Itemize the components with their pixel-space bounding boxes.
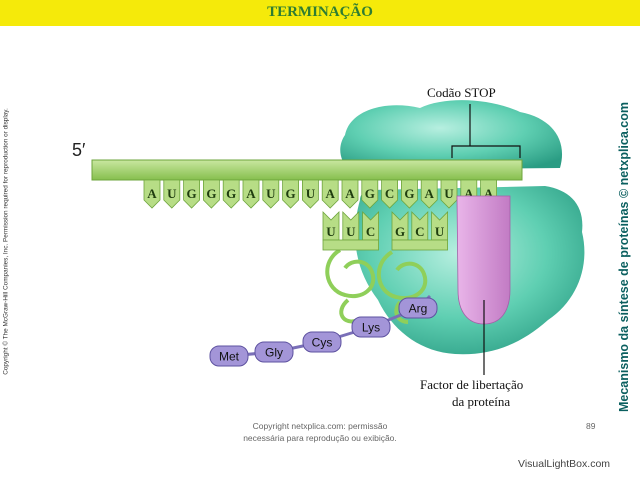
stop-codon-label: Codão STOP (427, 85, 496, 100)
mrna-base: G (203, 179, 220, 209)
mrna-base: A (420, 179, 438, 209)
mrna-base: A (321, 179, 339, 209)
title-bar (0, 0, 640, 26)
amino-acid-gly: Gly (254, 341, 294, 363)
release-factor-label-line2: da proteína (452, 394, 510, 409)
mrna-base-letter: A (246, 186, 256, 201)
footer-line1: Copyright netxplica.com: permissão (252, 421, 388, 431)
stop-codon-bracket (451, 145, 521, 158)
mrna-base-letter: G (404, 186, 414, 201)
mrna-base-letter: C (385, 186, 394, 201)
mrna-base: U (302, 179, 319, 209)
mrna-base: A (341, 179, 359, 209)
amino-acid-cys: Cys (302, 331, 342, 353)
anticodon-base: C (411, 211, 429, 241)
mrna-base-letter: U (306, 186, 316, 201)
mrna-base: G (282, 179, 299, 209)
anticodon-letter: U (326, 224, 336, 239)
mrna-base: G (183, 179, 200, 209)
mrna-base: A (143, 179, 161, 209)
mrna-base: G (361, 179, 379, 209)
anticodon-base: U (322, 211, 340, 241)
mrna-base-letter: A (464, 186, 474, 201)
amino-acid-label: Gly (265, 346, 283, 360)
polypeptide-chain: Met Gly Cys Lys Arg (209, 294, 438, 367)
mrna-base-letter: A (425, 186, 435, 201)
anticodon-letter: U (346, 224, 356, 239)
release-factor-label-line1: Factor de libertação (420, 377, 523, 392)
mrna-base-letter: G (286, 186, 296, 201)
amino-acid-met: Met (209, 345, 249, 367)
anticodon-base: U (342, 211, 360, 241)
anticodon-letter: G (395, 224, 405, 239)
anticodon-letter: C (366, 224, 375, 239)
mrna-base: U (440, 179, 458, 209)
mrna-base-letter: U (266, 186, 276, 201)
mrna-base-letter: U (444, 186, 454, 201)
mrna-base-letter: A (326, 186, 336, 201)
mrna-base-letter: A (484, 186, 494, 201)
mrna-base-letter: G (365, 186, 375, 201)
anticodon-base: C (362, 211, 379, 241)
mrna-base-letter: G (206, 186, 216, 201)
mrna-base-letter: U (167, 186, 177, 201)
amino-acid-label: Lys (362, 321, 380, 335)
amino-acid-label: Met (219, 350, 240, 364)
mrna-base-letter: G (226, 186, 236, 201)
amino-acid-lys: Lys (351, 316, 391, 338)
amino-acid-label: Cys (312, 336, 333, 350)
mrna-base: A (242, 179, 260, 209)
mrna-base-letter: G (187, 186, 197, 201)
mrna-base-letter: A (345, 186, 355, 201)
mrna-base: U (262, 179, 280, 209)
anticodon-base: U (431, 211, 448, 241)
anticodon-letter: U (435, 224, 445, 239)
watermark: VisualLightBox.com (518, 458, 611, 470)
page-title: TERMINAÇÃO (267, 4, 373, 20)
mrna-base: C (381, 179, 398, 209)
amino-acid-label: Arg (409, 302, 428, 316)
anticodon-letter: C (415, 224, 424, 239)
footer-line2: necessária para reprodução ou exibição. (243, 433, 397, 443)
mrna-5prime-label: 5′ (72, 140, 86, 160)
mrna-base: U (163, 179, 181, 209)
mrna-base: G (401, 179, 418, 209)
ribosome-large-subunit (340, 100, 563, 170)
page-number: 89 (586, 421, 596, 431)
mrna-base: G (222, 179, 240, 209)
footer-copyright: Copyright netxplica.com: permissão neces… (200, 420, 440, 444)
anticodon-base: G (391, 211, 409, 241)
amino-acid-arg: Arg (398, 297, 438, 319)
mrna-base-letter: A (147, 186, 157, 201)
